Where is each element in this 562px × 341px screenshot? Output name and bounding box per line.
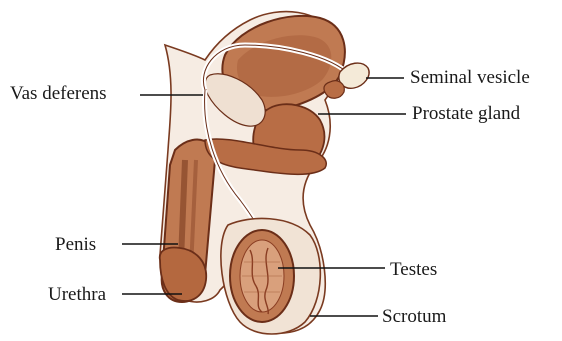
label-penis: Penis [55, 235, 96, 255]
label-seminal-vesicle: Seminal vesicle [410, 68, 530, 88]
label-vas-deferens: Vas deferens [10, 84, 107, 104]
label-urethra: Urethra [48, 285, 106, 305]
label-prostate-gland: Prostate gland [412, 104, 520, 124]
label-testes: Testes [390, 260, 437, 280]
label-scrotum: Scrotum [382, 307, 446, 327]
